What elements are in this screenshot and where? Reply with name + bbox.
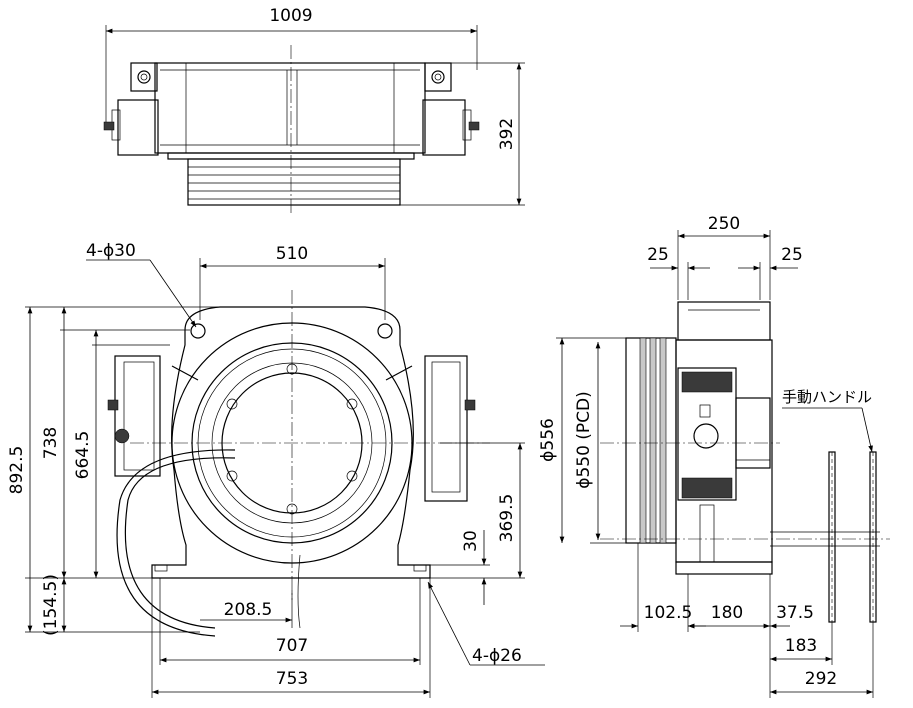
dim-180: 180 [711, 603, 743, 623]
dim-37-5: 37.5 [776, 603, 814, 623]
width-707-dimension: 707 [276, 636, 308, 656]
pcd-dimension: ϕ550 (PCD) [574, 391, 594, 489]
height-154-dimension: (154.5) [41, 574, 61, 636]
top-height-dimension: 392 [497, 118, 517, 150]
front-view: 4-ϕ30 510 [7, 241, 545, 698]
height-664-dimension: 664.5 [73, 431, 93, 480]
manual-handle-label: 手動ハンドル [782, 388, 872, 406]
side-view: 250 25 25 [538, 214, 890, 698]
side-width-dimension: 250 [708, 214, 740, 234]
base-thickness-dimension: 30 [461, 530, 481, 552]
overall-height-dimension: 892.5 [7, 446, 27, 495]
dim-102-5: 102.5 [644, 603, 693, 623]
diameter-556-dimension: ϕ556 [538, 418, 558, 462]
center-height-dimension: 369.5 [497, 494, 517, 543]
width-753-dimension: 753 [276, 669, 308, 689]
right-25-dimension: 25 [781, 245, 803, 265]
offset-dimension: 208.5 [224, 600, 273, 620]
dim-183: 183 [785, 636, 817, 656]
top-hole-callout: 4-ϕ30 [86, 241, 136, 261]
top-view: 1009 392 [103, 6, 525, 215]
height-738-dimension: 738 [41, 427, 61, 459]
bottom-hole-callout: 4-ϕ26 [472, 646, 522, 666]
top-width-dimension: 1009 [269, 6, 312, 26]
hole-spacing-dimension: 510 [276, 244, 308, 264]
left-25-dimension: 25 [647, 245, 669, 265]
dim-292: 292 [805, 669, 837, 689]
